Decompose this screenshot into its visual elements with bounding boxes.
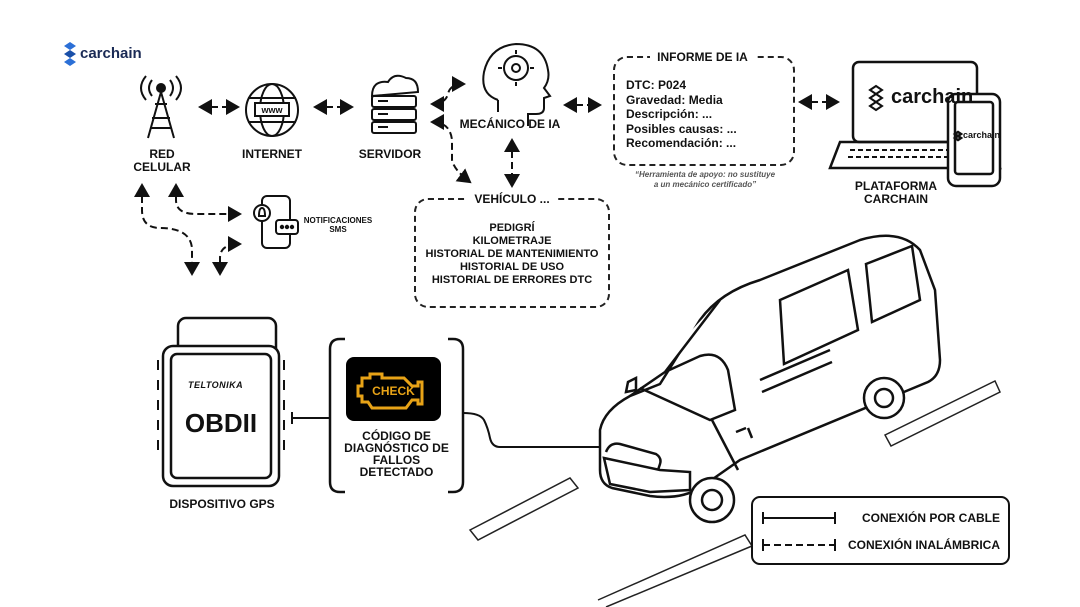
legend-box	[751, 496, 1010, 565]
vehicle-info-title: VEHÍCULO ...	[466, 192, 558, 206]
check-engine-text: CHECK	[372, 384, 415, 398]
ia-report-line: Gravedad: Media	[626, 92, 723, 107]
sms-phone-icon	[253, 195, 299, 249]
legend-cable-label: CONEXIÓN POR CABLE	[861, 511, 1000, 525]
vehicle-info-item: HISTORIAL DE USO	[459, 261, 565, 273]
ia-report-line: Descripción: ...	[626, 107, 713, 121]
server-label: SERVIDOR	[358, 147, 422, 161]
gps-device-label: DISPOSITIVO GPS	[169, 497, 275, 511]
legend-cable-line	[762, 512, 836, 524]
brand-logo: carchain	[80, 45, 142, 62]
phone-icon	[946, 92, 1002, 188]
check-engine-icon	[346, 357, 441, 421]
sms-notifications-label: NOTIFICACIONES SMS	[303, 216, 373, 234]
ia-report-line: DTC: P024	[626, 78, 687, 92]
internet-label: INTERNET	[242, 147, 302, 161]
platform-label: PLATAFORMA CARCHAIN	[854, 179, 938, 206]
svg-text:www: www	[260, 105, 283, 115]
wireless-connections	[134, 76, 840, 276]
ai-mechanic-label: MECÁNICO DE IA	[459, 117, 561, 131]
obd-label: OBDII	[184, 408, 258, 438]
vehicle-info-item: HISTORIAL DE ERRORES DTC	[431, 274, 593, 286]
cell-tower-icon	[140, 75, 182, 139]
ia-report-title: INFORME DE IA	[650, 50, 755, 64]
ia-disclaimer-line: a un mecánico certificado”	[653, 180, 757, 189]
vehicle-info-item: HISTORIAL DE MANTENIMIENTO	[425, 248, 599, 260]
carchain-logo-icon	[64, 42, 76, 66]
legend-wireless-label: CONEXIÓN INALÁMBRICA	[848, 538, 1000, 552]
phone-brand-text: carchain	[963, 130, 1001, 140]
internet-globe-icon: www	[245, 83, 299, 137]
dtc-detected-label: CÓDIGO DE DIAGNÓSTICO DE FALLOS DETECTAD…	[344, 429, 449, 479]
ia-report-lines: DTC: P024 Gravedad: Media Descripción: .…	[626, 78, 737, 151]
laptop-brand-text: carchain	[891, 86, 974, 108]
ai-mechanic-head-icon	[482, 42, 552, 126]
server-icon	[370, 74, 420, 134]
obd-device-icon	[157, 316, 285, 488]
teltonika-brand: TELTONIKA	[188, 380, 244, 390]
ia-disclaimer-line: “Herramienta de apoyo: no sustituye	[634, 170, 776, 179]
laptop-carchain-logo-icon	[868, 84, 884, 112]
vehicle-info-list: PEDIGRÍ KILOMETRAJE HISTORIAL DE MANTENI…	[414, 222, 610, 287]
vehicle-info-item: PEDIGRÍ	[489, 222, 535, 234]
dtc-box	[328, 337, 465, 494]
van-illustration	[598, 234, 942, 524]
cell-network-label: RED CELULAR	[133, 147, 191, 174]
ia-disclaimer: “Herramienta de apoyo: no sustituye a un…	[605, 170, 805, 190]
road-markings	[468, 379, 1001, 607]
ia-report-line: Recomendación: ...	[626, 136, 737, 150]
vehicle-info-item: KILOMETRAJE	[472, 235, 552, 247]
legend-wireless-line	[762, 539, 836, 551]
ia-report-line: Posibles causas: ...	[626, 121, 737, 136]
